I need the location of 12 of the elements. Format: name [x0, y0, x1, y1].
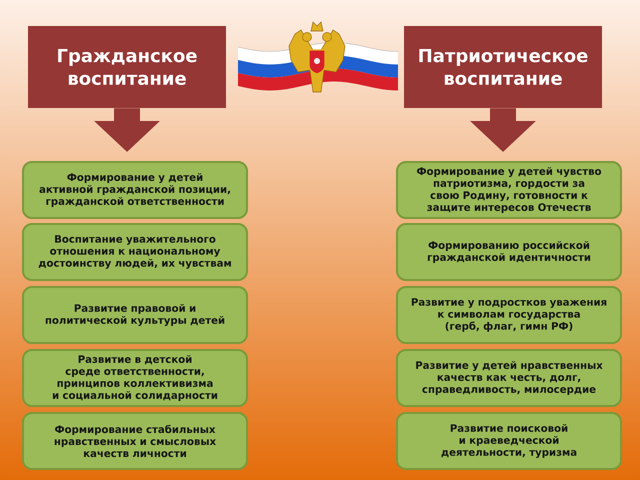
item-box: Формирование у детей чувство патриотизма, гордости за свою Родину, готовности к защите интересов Отечеств	[396, 161, 622, 219]
item-box: Формирование стабильных нравственных и смысловых качеств личности	[22, 412, 248, 470]
item-box: Развитие в детской среде ответственности, принципов коллективизма и социальной солидарности	[22, 349, 248, 407]
heading-box: Патриотическое воспитание	[404, 26, 602, 108]
item-box: Развитие правовой и политической культуры детей	[22, 286, 248, 344]
item-box: Формированию российской гражданской идентичности	[396, 223, 622, 281]
item-box: Воспитание уважительного отношения к национальному достоинству людей, их чувствам	[22, 223, 248, 281]
item-box: Развитие поисковой и краеведческой деятельности, туризма	[396, 412, 622, 470]
heading-box: Гражданское воспитание	[28, 26, 226, 108]
item-box: Развитие у детей нравственных качеств как честь, долг, справедливость, милосердие	[396, 349, 622, 407]
item-box: Формирование у детей активной гражданской позиции, гражданской ответственности	[22, 161, 248, 219]
item-box: Развитие у подростков уважения к символам государства (герб, флаг, гимн РФ)	[396, 286, 622, 344]
